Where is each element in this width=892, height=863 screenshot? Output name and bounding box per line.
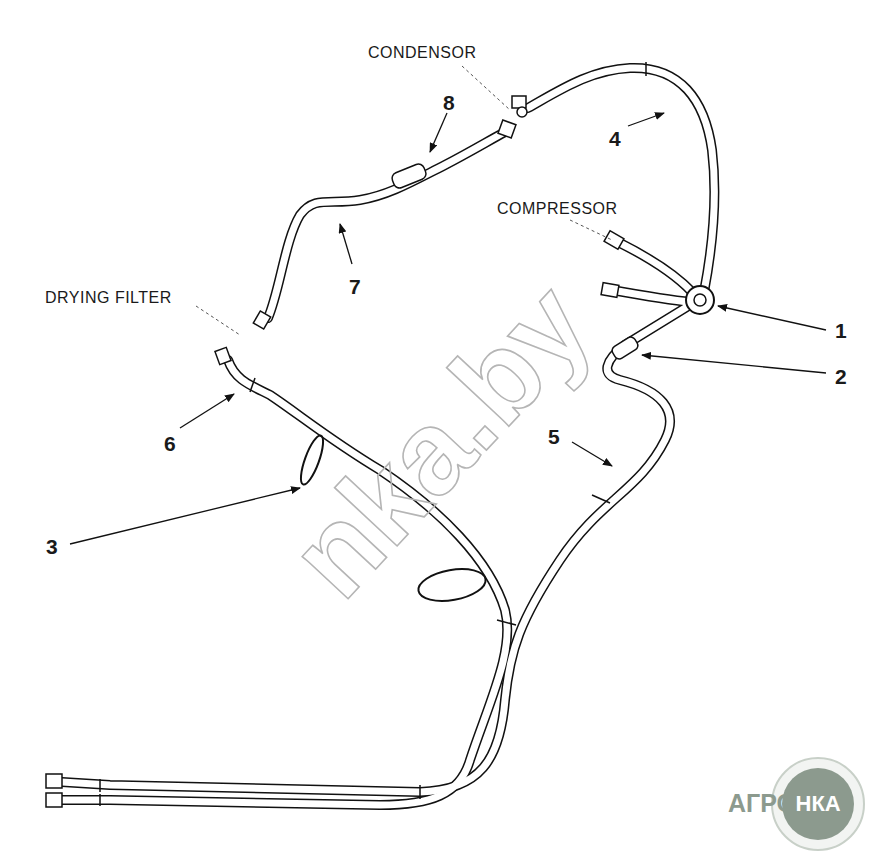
part-name: CONDENSOR: [368, 45, 477, 61]
logo-text: НКА: [796, 793, 841, 815]
callout-number: 5: [548, 426, 560, 447]
callout-number: 8: [443, 92, 455, 113]
callout-number: 6: [164, 433, 176, 454]
callout-number: 4: [609, 128, 621, 149]
callout-number: 3: [46, 536, 58, 557]
part-name: COMPRESSOR: [497, 201, 618, 217]
callout-number: 7: [349, 276, 361, 297]
part-name: DRYING FILTER: [45, 290, 172, 306]
callout-number: 1: [835, 320, 847, 341]
callout-number: 2: [835, 366, 847, 387]
logo-text: АГРО: [728, 791, 796, 816]
